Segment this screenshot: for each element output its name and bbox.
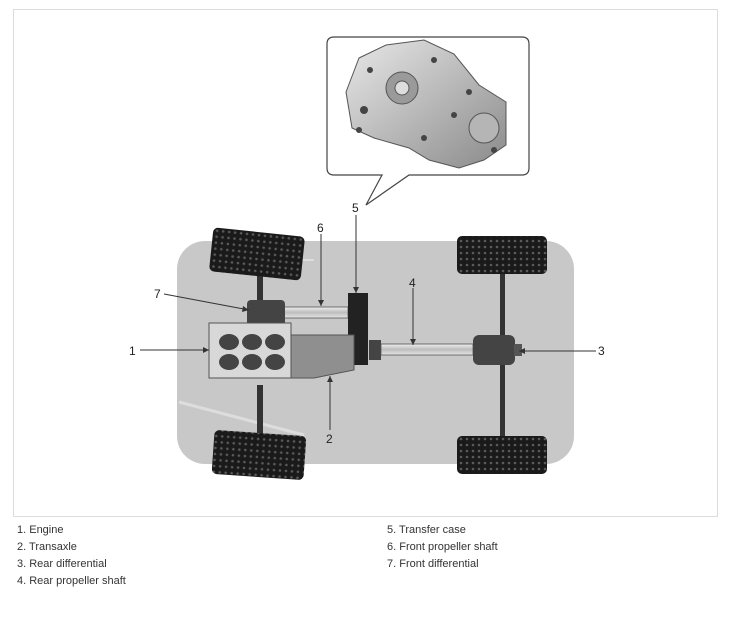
callout-4: 4 [409, 276, 416, 290]
callout-2: 2 [326, 432, 333, 446]
drivetrain-diagram: 1 2 3 4 5 6 7 [129, 36, 605, 480]
front-left-tire [209, 227, 305, 281]
legend-item-rear-differential: 3. Rear differential [17, 558, 107, 570]
callout-6: 6 [317, 221, 324, 235]
legend-item-rear-propeller-shaft: 4. Rear propeller shaft [17, 575, 126, 587]
callout-3: 3 [598, 344, 605, 358]
front-differential [247, 300, 285, 326]
legend-item-front-differential: 7. Front differential [387, 558, 479, 570]
rear-differential [473, 335, 515, 365]
legend-item-engine: 1. Engine [17, 524, 64, 536]
callout-1: 1 [129, 344, 136, 358]
front-right-tire [211, 430, 307, 480]
callout-5: 5 [352, 201, 359, 215]
rear-left-tire [457, 236, 547, 274]
drivetrain-figure: 1 2 3 4 5 6 7 [13, 9, 718, 517]
legend-right-column: 5. Transfer case 6. Front propeller shaf… [387, 522, 498, 573]
front-axle-lower [257, 385, 263, 437]
front-axle-upper [257, 272, 263, 308]
engine [208, 322, 292, 379]
transaxle [290, 334, 355, 379]
legend-item-transaxle: 2. Transaxle [17, 541, 77, 553]
callout-7: 7 [154, 287, 161, 301]
transfer-case-callout [326, 36, 530, 206]
rear-propeller-shaft [380, 343, 474, 356]
front-propeller-shaft [283, 306, 349, 319]
rear-right-tire [457, 436, 547, 474]
rear-shaft-coupling [369, 340, 381, 360]
legend-left-column: 1. Engine 2. Transaxle 3. Rear different… [17, 522, 126, 590]
chassis-streak [178, 400, 305, 437]
legend-item-transfer-case: 5. Transfer case [387, 524, 466, 536]
transfer-case-photo [345, 39, 507, 169]
legend-item-front-propeller-shaft: 6. Front propeller shaft [387, 541, 498, 553]
